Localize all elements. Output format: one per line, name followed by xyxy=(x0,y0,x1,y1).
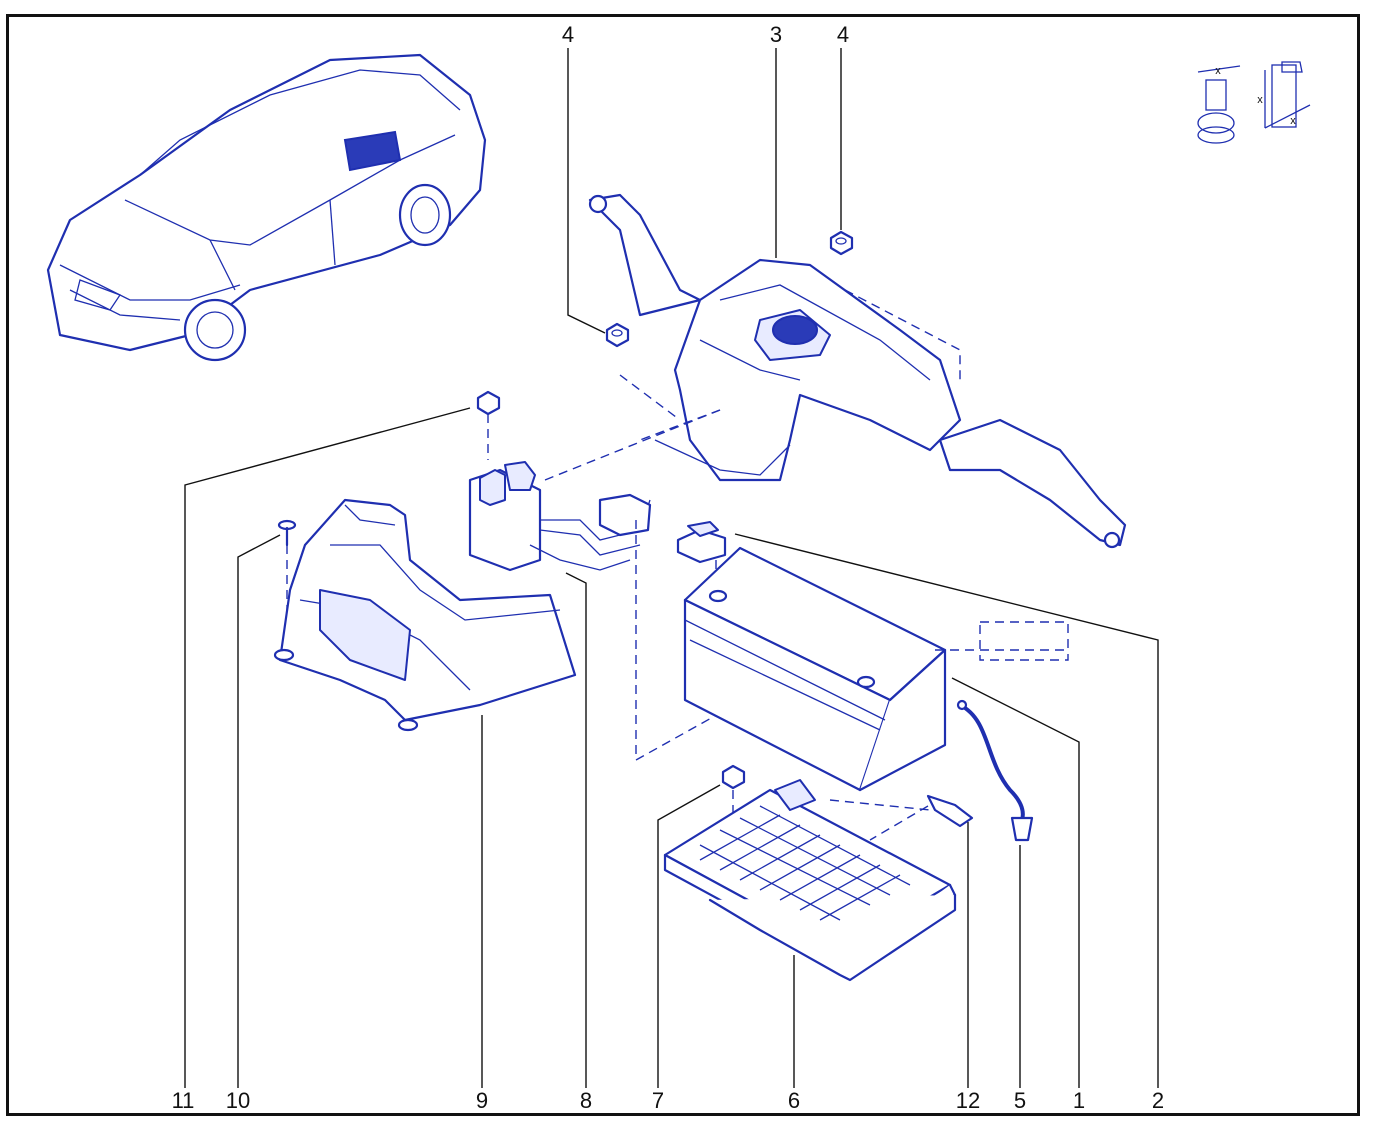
cover-bolt xyxy=(277,519,297,650)
callout-1: 1 xyxy=(1073,1088,1085,1113)
callout-4-left: 4 xyxy=(562,22,574,47)
battery-cover xyxy=(273,498,577,732)
callout-9: 9 xyxy=(476,1088,488,1113)
fuse-box-harness xyxy=(468,409,861,762)
leader-2 xyxy=(734,533,1159,1088)
battery-location-highlight xyxy=(343,130,402,172)
battery-tray xyxy=(663,779,957,982)
leader-7 xyxy=(657,784,721,1088)
tray-nut xyxy=(721,764,746,900)
bolt-torque-icon: x x xyxy=(1257,61,1311,129)
leader-11 xyxy=(184,407,471,1088)
leader-8 xyxy=(565,572,587,1088)
callout-11: 11 xyxy=(172,1088,195,1113)
svg-text:x: x xyxy=(1215,65,1221,77)
fuse-box-nut xyxy=(476,390,501,460)
leader-10 xyxy=(237,534,281,1088)
leader-4-left xyxy=(567,48,606,334)
callout-10: 10 xyxy=(226,1088,250,1113)
bracket-nut-right xyxy=(829,230,854,256)
callout-12: 12 xyxy=(956,1088,980,1113)
leader-lines xyxy=(184,48,1159,1088)
bracket-nut-left xyxy=(605,322,630,348)
vent-clip xyxy=(869,794,974,841)
callout-6: 6 xyxy=(788,1088,800,1113)
callout-8: 8 xyxy=(580,1088,592,1113)
vehicle-location-view xyxy=(46,53,487,362)
svg-text:x: x xyxy=(1290,115,1296,127)
callout-numbers: 4 3 4 11 10 9 8 7 6 12 5 1 2 xyxy=(172,22,1165,1113)
nut-torque-icon: x xyxy=(1197,65,1241,144)
battery xyxy=(683,546,1069,792)
leader-1 xyxy=(951,677,1080,1088)
vent-tube xyxy=(956,699,1034,842)
callout-3: 3 xyxy=(770,22,782,47)
callout-4-right: 4 xyxy=(837,22,849,47)
torque-symbols: x x x xyxy=(1197,61,1311,144)
callout-5: 5 xyxy=(1014,1088,1026,1113)
callout-7: 7 xyxy=(652,1088,664,1113)
svg-text:x: x xyxy=(1257,94,1263,106)
callout-2: 2 xyxy=(1152,1088,1164,1113)
battery-bracket xyxy=(588,193,1127,549)
